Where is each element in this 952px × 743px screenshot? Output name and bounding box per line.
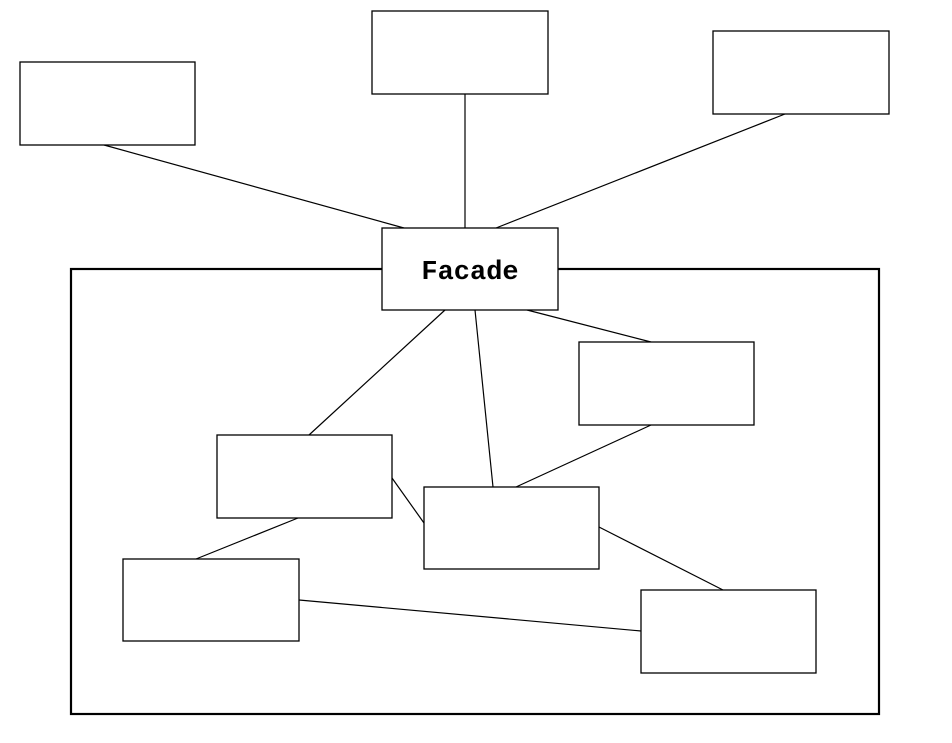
client-box-left [19, 61, 196, 146]
edge-mid-left-to-lower-left [195, 517, 299, 560]
client-box-center [371, 10, 549, 95]
subsystem-class-upper-right [578, 341, 755, 426]
edge-lower-left-to-lower-right [298, 599, 642, 632]
edge-facade-to-class-mid-left [308, 309, 446, 436]
edge-client-right-to-facade [495, 113, 786, 229]
edge-client-left-to-facade [103, 144, 405, 229]
client-box-right [712, 30, 890, 115]
subsystem-class-center [423, 486, 600, 570]
facade-box: Facade [381, 227, 559, 311]
facade-rect [381, 227, 559, 311]
subsystem-class-lower-left [122, 558, 300, 642]
subsystem-class-lower-right [640, 589, 817, 674]
edge-mid-left-to-center [391, 477, 425, 524]
subsystem-class-mid-left [216, 434, 393, 519]
edge-facade-to-class-upper-right [526, 309, 652, 343]
edge-upper-right-to-center [515, 424, 652, 488]
facade-label: Facade [421, 258, 518, 288]
edge-facade-to-class-center [474, 309, 494, 488]
edge-center-to-lower-right [598, 526, 724, 591]
